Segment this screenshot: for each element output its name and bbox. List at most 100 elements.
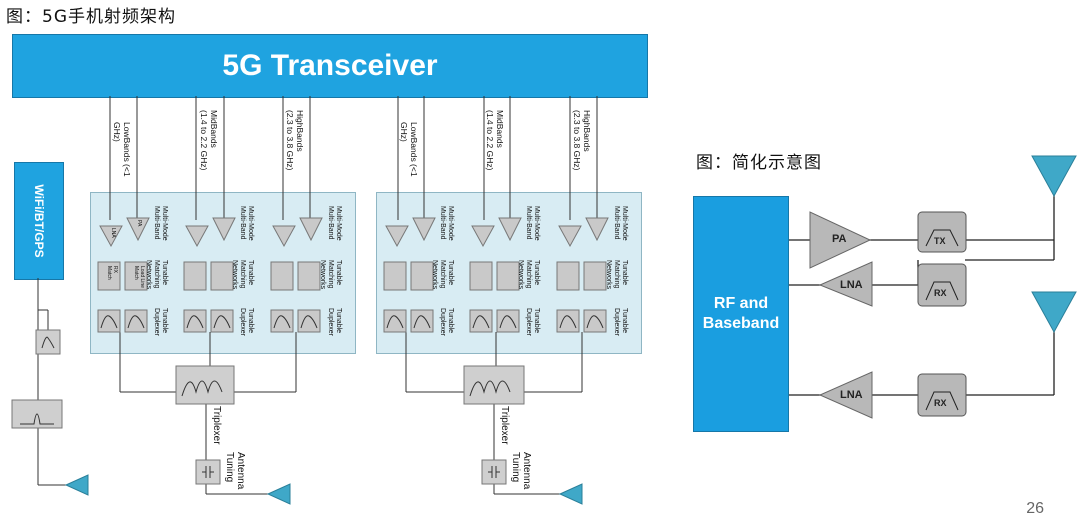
antenna-icon	[1031, 291, 1077, 334]
wifi-filter-small	[35, 329, 61, 355]
duplexer-box	[183, 309, 207, 333]
multimode-label: Multi-Mode Multi-Band	[525, 206, 540, 241]
pa-triangle	[212, 217, 236, 242]
lna-label: LNA	[110, 228, 116, 238]
left-caption: 图：5G手机射频架构	[6, 7, 176, 27]
load-line-box	[210, 261, 234, 291]
multimode-label: Multi-Mode Multi-Band	[153, 206, 168, 241]
antenna-tuner	[195, 459, 221, 485]
duplexer-box	[469, 309, 493, 333]
antenna-tuner	[481, 459, 507, 485]
duplexer-box	[556, 309, 580, 333]
duplexer-label: Tunable Duplexer	[525, 308, 540, 337]
rf-baseband-label: RF and Baseband	[702, 295, 780, 332]
transceiver-block: 5G Transceiver	[12, 34, 648, 98]
rx-match-box	[183, 261, 207, 291]
band-label-high: HighBands (2.3 to 3.8 GHz)	[572, 110, 592, 171]
antenna-icon	[1031, 155, 1077, 198]
triplexer-label: Triplexer	[499, 406, 510, 445]
load-line-box	[583, 261, 607, 291]
rx-top-label: RX	[934, 288, 947, 298]
antenna-tuning-label: Antenna Tuning	[224, 452, 246, 490]
band-label-mid: MidBands (1.4 to 2.2 GHz)	[199, 110, 219, 171]
duplexer-box	[496, 309, 520, 333]
pa-label: PA	[136, 220, 142, 227]
lna-triangle	[272, 225, 296, 248]
left-module-components	[97, 217, 323, 333]
duplexer-label: Tunable Duplexer	[327, 308, 342, 337]
duplexer-box	[210, 309, 234, 333]
load-line-box	[297, 261, 321, 291]
rf-baseband-block: RF and Baseband	[693, 196, 789, 432]
multimode-label: Multi-Mode Multi-Band	[239, 206, 254, 241]
rx-match-label: RX Match	[106, 266, 118, 280]
lna-triangle	[99, 225, 123, 248]
matching-label: Tunable Matching Networks	[319, 260, 342, 290]
matching-label: Tunable Matching Networks	[431, 260, 454, 290]
rx-match-box	[469, 261, 493, 291]
duplexer-label: Tunable Duplexer	[439, 308, 454, 337]
duplexer-box	[410, 309, 434, 333]
matching-label: Tunable Matching Networks	[231, 260, 254, 290]
duplexer-label: Tunable Duplexer	[153, 308, 168, 337]
duplexer-box	[97, 309, 121, 333]
pa-label: PA	[832, 233, 847, 245]
rx-match-box	[556, 261, 580, 291]
duplexer-label: Tunable Duplexer	[239, 308, 254, 337]
rx-match-box	[383, 261, 407, 291]
band-label-low: LowBands (<1 GHz)	[399, 122, 419, 177]
transceiver-label: 5G Transceiver	[222, 49, 438, 82]
lna-top-label: LNA	[840, 279, 863, 291]
tx-filter	[917, 211, 967, 253]
matching-label: Tunable Matching Networks	[145, 260, 168, 290]
band-label-high: HighBands (2.3 to 3.8 GHz)	[285, 110, 305, 171]
load-line-box	[410, 261, 434, 291]
duplexer-box	[124, 309, 148, 333]
lna-bottom-label: LNA	[840, 389, 863, 401]
duplexer-label: Tunable Duplexer	[613, 308, 628, 337]
tx-label: TX	[934, 236, 946, 246]
lna-amplifier-top	[818, 261, 873, 307]
duplexer-box	[297, 309, 321, 333]
antenna-icon	[558, 483, 583, 505]
load-line-box	[496, 261, 520, 291]
lna-triangle	[185, 225, 209, 248]
wifi-bt-gps-block: WiFi/BT/GPS	[14, 162, 64, 280]
pa-triangle	[585, 217, 609, 242]
rx-match-box	[270, 261, 294, 291]
load-line-box	[124, 261, 148, 291]
lna-triangle	[385, 225, 409, 248]
triplexer-label: Triplexer	[211, 406, 222, 445]
pa-triangle	[126, 217, 150, 242]
lna-triangle	[558, 225, 582, 248]
multimode-label: Multi-Mode Multi-Band	[327, 206, 342, 241]
duplexer-box	[583, 309, 607, 333]
wifi-diplexer	[11, 399, 63, 429]
duplexer-box	[270, 309, 294, 333]
pa-triangle	[498, 217, 522, 242]
pa-triangle	[299, 217, 323, 242]
right-caption: 图：简化示意图	[696, 153, 822, 173]
rx-match-box	[97, 261, 121, 291]
duplexer-box	[383, 309, 407, 333]
band-label-mid: MidBands (1.4 to 2.2 GHz)	[485, 110, 505, 171]
antenna-icon	[64, 474, 89, 496]
page-number: 26	[1026, 500, 1044, 517]
rx-filter-top	[917, 263, 967, 307]
lna-triangle	[471, 225, 495, 248]
rx-bottom-label: RX	[934, 398, 947, 408]
antenna-icon	[266, 483, 291, 505]
triplexer-box	[175, 365, 235, 405]
matching-label: Tunable Matching Networks	[605, 260, 628, 290]
antenna-tuning-label: Antenna Tuning	[510, 452, 532, 490]
rx-filter-bottom	[917, 373, 967, 417]
right-module-components	[383, 217, 609, 333]
multimode-label: Multi-Mode Multi-Band	[613, 206, 628, 241]
lna-amplifier-bottom	[818, 371, 873, 419]
load-line-label: Load Line Match	[133, 266, 145, 288]
band-label-low: LowBands (<1 GHz)	[112, 122, 132, 177]
pa-amplifier	[809, 211, 872, 269]
matching-label: Tunable Matching Networks	[517, 260, 540, 290]
multimode-label: Multi-Mode Multi-Band	[439, 206, 454, 241]
